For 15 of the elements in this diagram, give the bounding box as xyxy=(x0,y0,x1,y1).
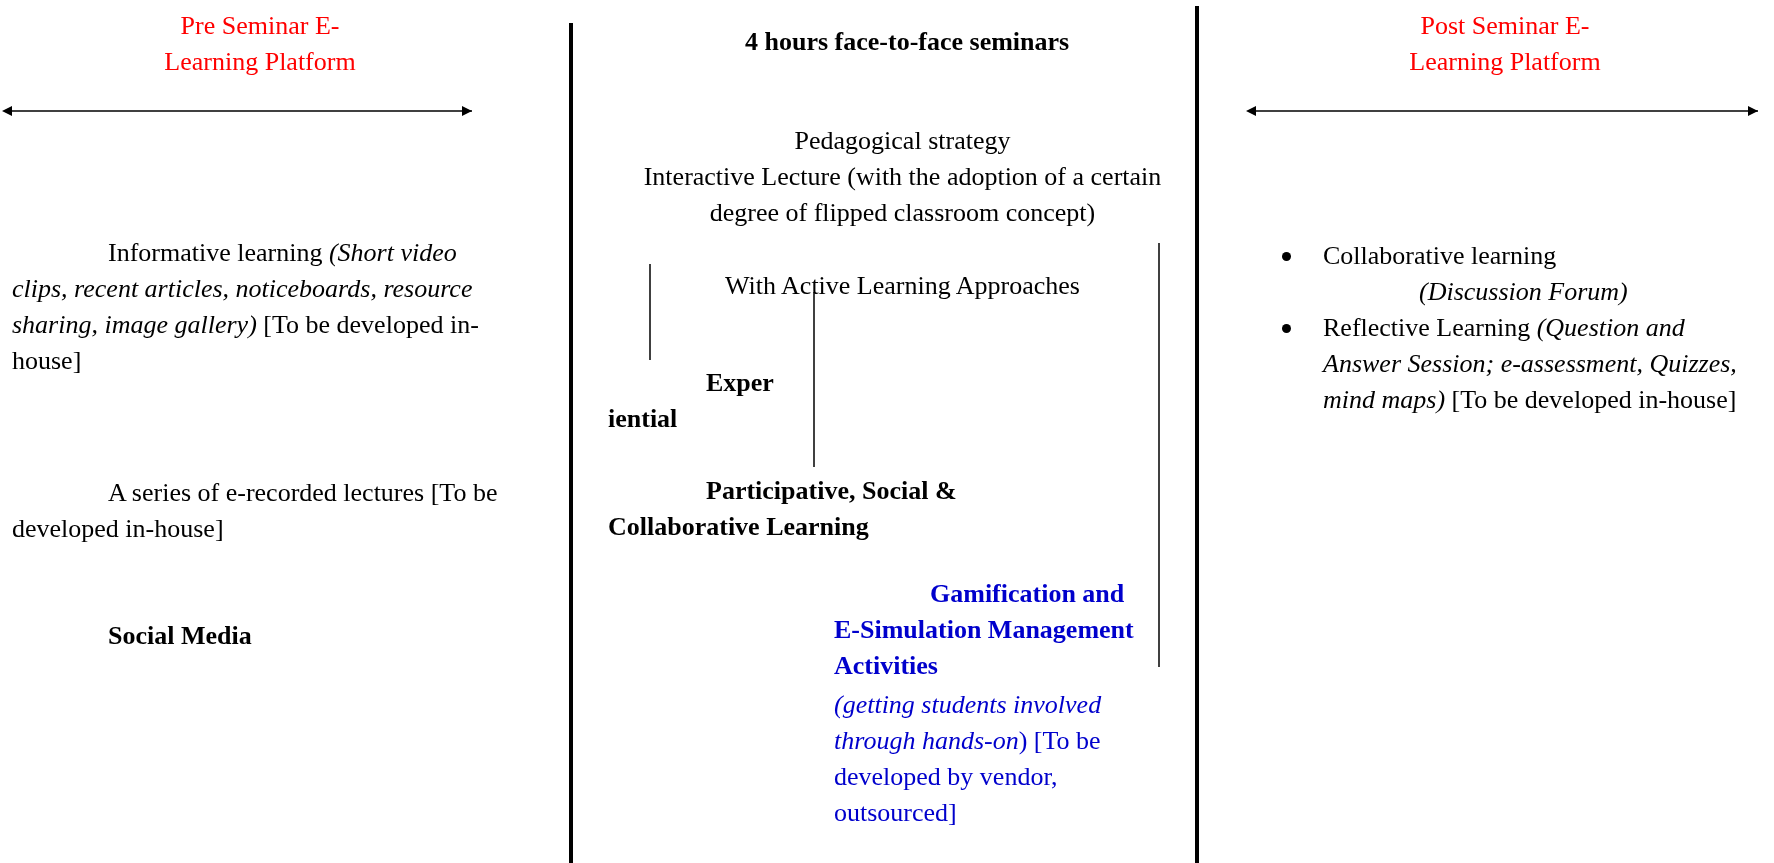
description-text: Pedagogical strategy xyxy=(793,125,1012,157)
item-heading: Participative, Social & Collaborative Learning xyxy=(608,475,958,543)
section-heading: 4 hours face-to-face seminars xyxy=(745,26,1071,58)
description-text: A series of e-recorded lectures [To be developed in-house] xyxy=(12,477,499,545)
section-heading: Pre Seminar E- Learning Platform xyxy=(163,10,357,78)
item-heading: Exper iential xyxy=(608,367,775,435)
item-heading: Gamification and E-Simulation Management Activities xyxy=(834,578,1135,682)
description-text: Interactive Lecture (with the adoption of a certain degree of flipped classroom concept) xyxy=(642,161,1163,229)
description-text: (getting students involved through hands-on) [To be developed by vendor, outsourced] xyxy=(834,689,1103,829)
section-heading: Post Seminar E- Learning Platform xyxy=(1408,10,1602,78)
item-heading: Social Media xyxy=(107,620,253,652)
description-text: Informative learning (Short video clips, recent articles, noticeboards, resource sharing, image gallery) [To be developed in-house] xyxy=(12,237,480,377)
bullet-text: Reflective Learning (Question and Answer Session; e-assessment, Quizzes, mind maps) [To be developed in-house] xyxy=(1323,312,1738,416)
bullet-text: Collaborative learning (Discussion Forum) xyxy=(1323,240,1629,308)
description-text: With Active Learning Approaches xyxy=(724,270,1081,302)
